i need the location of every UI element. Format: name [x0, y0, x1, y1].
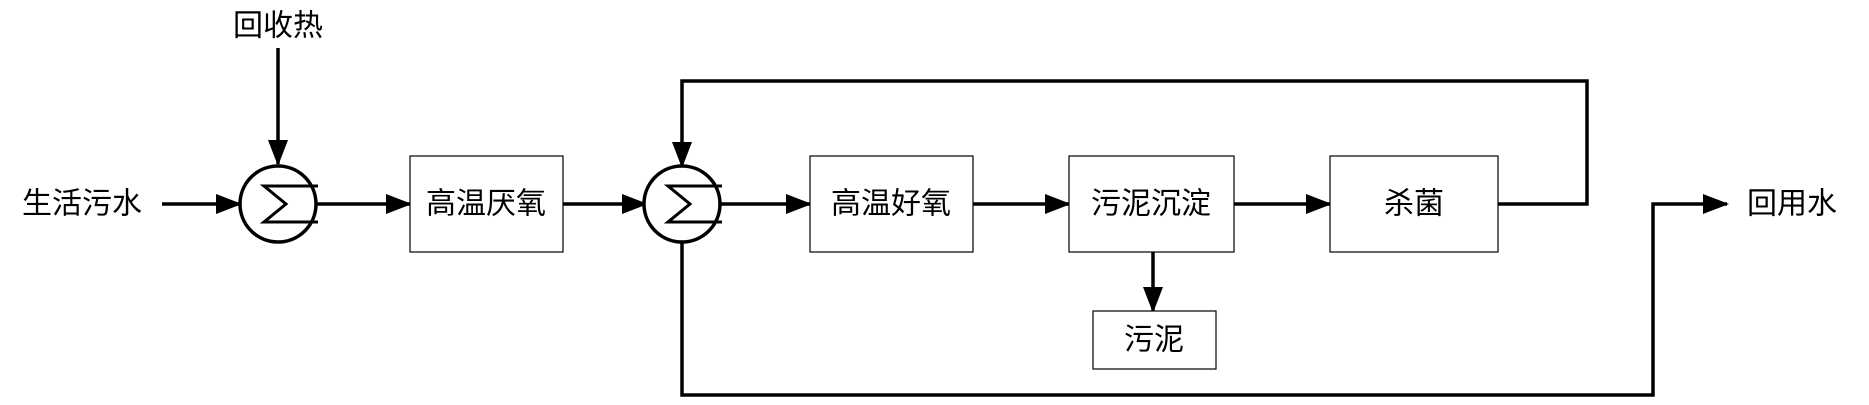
aerobic-box — [809, 155, 974, 253]
sludge-box — [1092, 310, 1217, 370]
disinfection-box — [1329, 155, 1499, 253]
settling-label: 污泥沉淀 — [1091, 187, 1211, 222]
sludge-label: 污泥 — [1124, 323, 1184, 358]
heat-exchanger-1 — [238, 164, 318, 244]
settling-unit: 污泥沉淀 — [1068, 155, 1235, 253]
aerobic-unit: 高温好氧 — [809, 155, 974, 253]
heat-exchanger-1-circle — [238, 164, 318, 244]
sludge-unit: 污泥 — [1092, 310, 1217, 370]
reuse-water-line — [680, 194, 1729, 397]
anaerobic-unit: 高温厌氧 — [409, 155, 564, 253]
aerobic-label: 高温好氧 — [831, 187, 951, 222]
disinfection-unit: 杀菌 — [1329, 155, 1499, 253]
input-label: 生活污水 — [22, 187, 142, 222]
heat-exchanger-2 — [642, 164, 722, 244]
heat-recovery-label: 回收热 — [233, 9, 323, 44]
recycle-return-line — [672, 79, 1589, 206]
anaerobic-label: 高温厌氧 — [426, 187, 546, 222]
heat-exchanger-2-circle — [642, 164, 722, 244]
heat-exchanger-2-coil-icon — [663, 184, 722, 224]
anaerobic-box — [409, 155, 564, 253]
heat-exchanger-1-coil-icon — [259, 184, 318, 224]
output-label: 回用水 — [1747, 187, 1837, 222]
disinfection-label: 杀菌 — [1384, 187, 1444, 222]
